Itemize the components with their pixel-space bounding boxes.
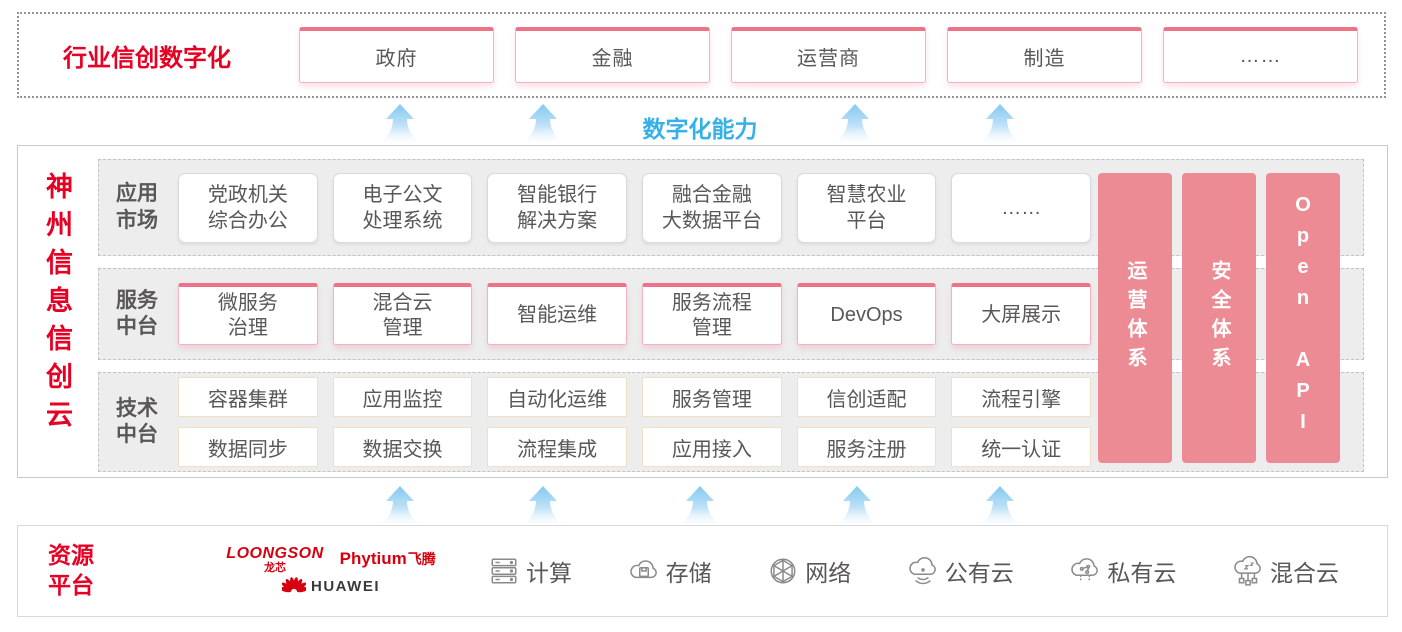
tech-platform-rows: 容器集群 应用监控 自动化运维 服务管理 信创适配 流程引擎 数据同步 数据交换… — [178, 377, 1092, 467]
resource-item-storage: 存储 — [628, 554, 712, 588]
resource-item-label: 公有云 — [944, 560, 1014, 586]
resource-platform: 资源 平台 LOONGSON 龙芯 Phytium 飞腾 — [17, 525, 1388, 617]
pillar-operations-system: 运营体系 — [1098, 173, 1172, 463]
loongson-cn-label: 龙芯 — [263, 561, 286, 574]
app-market-boxes: 党政机关 综合办公 电子公文 处理系统 智能银行 解决方案 融合金融 大数据平台… — [178, 172, 1092, 243]
up-arrow-icon — [523, 486, 563, 526]
industry-box-operator: 运营商 — [731, 27, 926, 83]
network-icon — [770, 558, 796, 584]
tech-box-process-integration: 流程集成 — [487, 427, 628, 467]
service-box-service-process-mgmt: 服务流程 管理 — [642, 283, 782, 345]
tech-box-process-engine: 流程引擎 — [951, 377, 1092, 417]
tech-row-2: 数据同步 数据交换 流程集成 应用接入 服务注册 统一认证 — [178, 427, 1092, 467]
tech-box-data-exchange: 数据交换 — [332, 427, 473, 467]
tech-box-data-sync: 数据同步 — [178, 427, 318, 467]
loongson-logo: LOONGSON 龙芯 — [226, 544, 324, 574]
section-label-tech-platform: 技术 中台 — [116, 396, 158, 446]
section-label-app-market: 应用 市场 — [116, 182, 158, 232]
phytium-logo: Phytium 飞腾 — [340, 549, 436, 569]
app-box-party-gov-office: 党政机关 综合办公 — [178, 172, 318, 243]
hybrid-cloud-icon — [1234, 555, 1261, 586]
industry-band-title: 行业信创数字化 — [63, 44, 231, 72]
resource-platform-title: 资源 平台 — [48, 542, 94, 598]
huawei-flower-icon — [282, 576, 306, 592]
private-cloud-icon — [1071, 558, 1099, 582]
up-arrow-icon — [380, 486, 420, 526]
tech-box-service-registry: 服务注册 — [796, 427, 937, 467]
up-arrow-icon — [835, 104, 875, 144]
phytium-cn-label: 飞腾 — [407, 550, 436, 567]
public-cloud-icon — [909, 557, 936, 585]
resource-item-label: 存储 — [665, 560, 712, 586]
resource-item-public-cloud: 公有云 — [907, 554, 1014, 588]
resource-items: 计算 存储 网络 公有云 — [488, 554, 1339, 588]
app-box-edoc-system: 电子公文 处理系统 — [332, 172, 473, 243]
service-box-devops: DevOps — [796, 283, 937, 345]
platform-container: 神州信息信创云 应用 市场 党政机关 综合办公 电子公文 处理系统 智能银行 解… — [17, 145, 1388, 478]
service-box-intelligent-ops: 智能运维 — [487, 283, 628, 345]
huawei-logo: HUAWEI — [282, 576, 380, 597]
resource-item-label: 混合云 — [1269, 560, 1339, 586]
tech-box-unified-auth: 统一认证 — [951, 427, 1092, 467]
resource-item-label: 私有云 — [1107, 560, 1177, 586]
industry-box-manufacturing: 制造 — [947, 27, 1142, 83]
tech-box-container-cluster: 容器集群 — [178, 377, 318, 417]
resource-item-network: 网络 — [767, 554, 851, 588]
up-arrow-icon — [680, 486, 720, 526]
phytium-wordmark: Phytium — [339, 548, 407, 568]
storage-icon — [629, 560, 657, 579]
tech-row-1: 容器集群 应用监控 自动化运维 服务管理 信创适配 流程引擎 — [178, 377, 1092, 417]
tech-box-xinchuang-adaptation: 信创适配 — [796, 377, 937, 417]
service-box-microservice-governance: 微服务 治理 — [178, 283, 318, 345]
platform-title: 神州信息信创云 — [42, 172, 72, 438]
resource-item-hybrid-cloud: 混合云 — [1232, 554, 1339, 588]
service-platform-boxes: 微服务 治理 混合云 管理 智能运维 服务流程 管理 DevOps 大屏展示 — [178, 283, 1092, 345]
industry-box-government: 政府 — [299, 27, 494, 83]
service-box-dashboard-display: 大屏展示 — [951, 283, 1092, 345]
app-box-more: …… — [951, 172, 1092, 243]
section-label-service-platform: 服务 中台 — [116, 288, 158, 338]
industry-band: 行业信创数字化 政府 金融 运营商 制造 …… — [17, 12, 1386, 98]
tech-box-app-monitoring: 应用监控 — [332, 377, 473, 417]
resource-item-compute: 计算 — [488, 554, 572, 588]
capability-label: 数字化能力 — [642, 116, 758, 142]
vendor-logos: LOONGSON 龙芯 Phytium 飞腾 — [196, 544, 466, 597]
app-box-smart-agriculture: 智慧农业 平台 — [796, 172, 937, 243]
tech-box-service-mgmt: 服务管理 — [642, 377, 782, 417]
tech-box-automated-ops: 自动化运维 — [487, 377, 628, 417]
service-box-hybrid-cloud-mgmt: 混合云 管理 — [332, 283, 473, 345]
resource-item-label: 网络 — [805, 560, 852, 586]
vendor-row-chips: LOONGSON 龙芯 Phytium 飞腾 — [226, 544, 436, 574]
up-arrow-icon — [380, 104, 420, 144]
pillar-security-system: 安全体系 — [1182, 173, 1256, 463]
app-box-finance-bigdata: 融合金融 大数据平台 — [642, 172, 782, 243]
resource-item-private-cloud: 私有云 — [1069, 554, 1176, 588]
industry-list: 政府 金融 运营商 制造 …… — [299, 27, 1358, 83]
up-arrow-icon — [980, 104, 1020, 144]
pillars: 运营体系 安全体系 Open API — [1098, 173, 1340, 463]
resource-item-label: 计算 — [526, 560, 572, 586]
industry-box-more: …… — [1163, 27, 1358, 83]
industry-box-finance: 金融 — [515, 27, 710, 83]
tech-box-app-access: 应用接入 — [642, 427, 782, 467]
up-arrow-icon — [837, 486, 877, 526]
up-arrow-icon — [980, 486, 1020, 526]
compute-icon — [491, 558, 517, 584]
loongson-wordmark: LOONGSON — [226, 544, 324, 562]
up-arrow-icon — [523, 104, 563, 144]
app-box-smart-banking: 智能银行 解决方案 — [487, 172, 628, 243]
pillar-open-api: Open API — [1266, 173, 1340, 463]
huawei-wordmark: HUAWEI — [311, 578, 380, 595]
